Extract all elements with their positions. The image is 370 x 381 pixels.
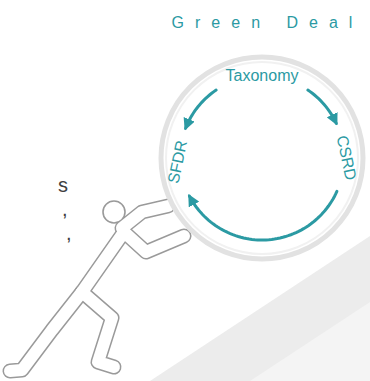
back-leg-outline [10, 292, 82, 371]
lower-arm-outline [124, 232, 184, 252]
upper-arm [122, 206, 168, 228]
circle-shape [158, 54, 366, 262]
arc-heading: Green Deal [136, 14, 370, 32]
ring-label-node: Taxonomy [223, 66, 302, 86]
lower-arm [124, 232, 184, 252]
text-fragment: , [66, 222, 72, 245]
circle-inner-rim [166, 62, 358, 254]
figure-head [103, 201, 125, 223]
torso-outline [82, 232, 124, 292]
figure-fill [10, 206, 184, 371]
circle-outline [161, 57, 363, 259]
front-leg [82, 292, 114, 367]
cycle-arrow [189, 191, 336, 240]
ring-label: Taxonomy [226, 67, 299, 85]
framework-circle: Green DealTaxonomyCSRDSFDR [158, 54, 366, 262]
torso [82, 232, 124, 292]
text-fragment: s [58, 174, 68, 197]
back-leg [10, 292, 82, 371]
text-fragment: , [62, 198, 68, 221]
cycle-arrow [186, 90, 217, 128]
cycle-arrow [308, 90, 336, 123]
upper-arm-outline [122, 206, 168, 228]
slope-shade [250, 302, 370, 381]
figure-outline [10, 206, 184, 371]
front-leg-outline [82, 292, 114, 367]
